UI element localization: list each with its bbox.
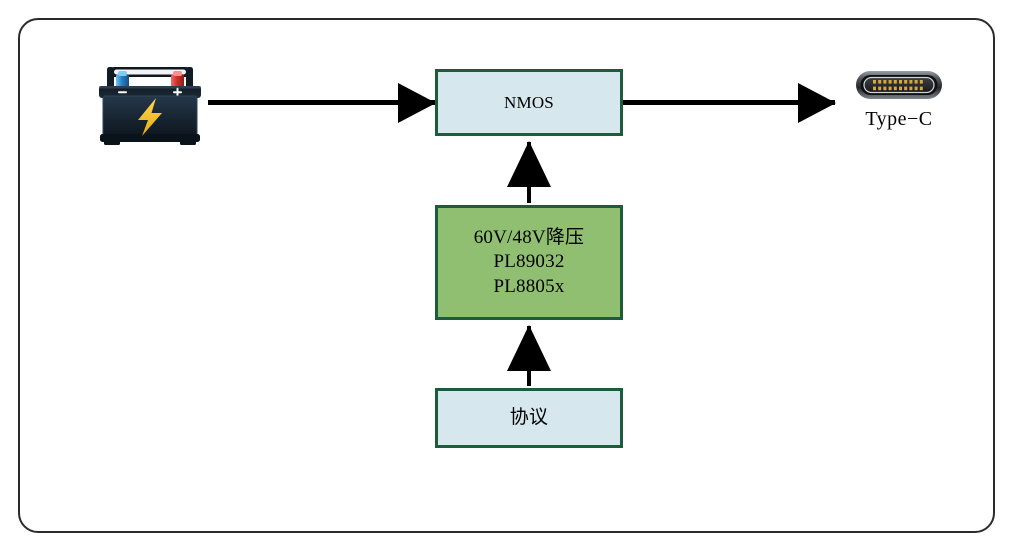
arrowhead-right-icon [398,82,436,123]
block-protocol-label: 协议 [509,406,549,428]
arrowhead-up-icon [507,141,551,187]
car-battery-icon-svg [99,67,201,145]
type-c-label: Type−C [865,108,933,130]
block-protocol[interactable]: 协议 [435,388,623,448]
block-buck-converter[interactable]: 60V/48V降压 PL89032 PL8805x [435,205,623,320]
arrowhead-right-icon [798,82,836,123]
arrow-protocol-to-buck [507,325,551,386]
block-nmos-label: NMOS [504,92,554,112]
block-buck-line-3: PL8805x [493,275,565,297]
usb-type-c-connector-icon [856,71,942,99]
arrow-battery-to-nmos [208,82,436,123]
type-c-connector-group: Type−C [845,70,953,131]
arrow-buck-to-nmos [507,141,551,203]
connector-pins [873,80,923,91]
car-battery-icon [93,62,207,146]
block-nmos[interactable]: NMOS [435,69,623,136]
block-buck-line-1: 60V/48V降压 [473,227,585,249]
arrow-nmos-to-typec [623,82,836,123]
arrowhead-up-icon [507,325,551,371]
block-buck-line-2: PL89032 [493,251,565,273]
